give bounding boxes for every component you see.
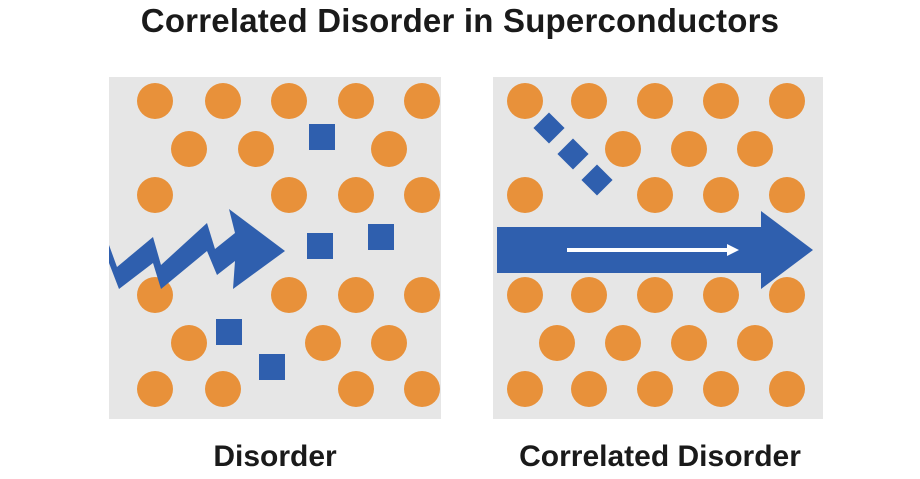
disorder-caption: Disorder: [213, 440, 337, 473]
atom-circle-icon: [205, 371, 241, 407]
inner-arrow-icon: [567, 244, 739, 256]
atom-circle-icon: [637, 277, 673, 313]
atom-lattice: [507, 83, 805, 407]
atom-circle-icon: [338, 277, 374, 313]
defect-square-icon: [259, 354, 285, 380]
atom-circle-icon: [171, 325, 207, 361]
atom-circle-icon: [637, 177, 673, 213]
atom-circle-icon: [571, 371, 607, 407]
atom-circle-icon: [703, 277, 739, 313]
atom-circle-icon: [404, 177, 440, 213]
atom-circle-icon: [338, 83, 374, 119]
atom-circle-icon: [171, 131, 207, 167]
defect-square-icon: [533, 112, 565, 144]
atom-circle-icon: [637, 83, 673, 119]
atom-circle-icon: [371, 131, 407, 167]
atom-circle-icon: [737, 131, 773, 167]
atom-circle-icon: [737, 325, 773, 361]
defect-square-icon: [557, 138, 589, 170]
atom-circle-icon: [137, 83, 173, 119]
page-title: Correlated Disorder in Superconductors: [140, 2, 780, 39]
atom-circle-icon: [605, 325, 641, 361]
correlated-disorder-diagram: [497, 83, 813, 407]
atom-circle-icon: [769, 83, 805, 119]
defect-square-icon: [307, 233, 333, 259]
atom-circle-icon: [605, 131, 641, 167]
defect-square-icon: [581, 164, 613, 196]
defect-square-icon: [216, 319, 242, 345]
defect-chain: [533, 112, 613, 196]
defect-square-icon: [309, 124, 335, 150]
atom-circle-icon: [507, 371, 543, 407]
atom-circle-icon: [671, 131, 707, 167]
atom-circle-icon: [238, 131, 274, 167]
atom-circle-icon: [404, 83, 440, 119]
atom-circle-icon: [404, 277, 440, 313]
defect-square-icon: [368, 224, 394, 250]
atom-circle-icon: [271, 177, 307, 213]
disorder-panel: [109, 77, 441, 419]
correlated-disorder-panel: [493, 77, 823, 419]
atom-circle-icon: [703, 371, 739, 407]
atom-circle-icon: [271, 277, 307, 313]
atom-circle-icon: [703, 177, 739, 213]
atom-circle-icon: [571, 83, 607, 119]
zigzag-arrow-icon: [109, 209, 285, 289]
defect-cluster: [216, 124, 394, 380]
atom-circle-icon: [338, 177, 374, 213]
atom-circle-icon: [404, 371, 440, 407]
atom-circle-icon: [769, 371, 805, 407]
atom-circle-icon: [137, 371, 173, 407]
atom-circle-icon: [539, 325, 575, 361]
atom-lattice: [137, 83, 440, 407]
atom-circle-icon: [703, 83, 739, 119]
atom-circle-icon: [769, 177, 805, 213]
atom-circle-icon: [571, 277, 607, 313]
atom-circle-icon: [507, 177, 543, 213]
atom-circle-icon: [305, 325, 341, 361]
atom-circle-icon: [769, 277, 805, 313]
atom-circle-icon: [338, 371, 374, 407]
atom-circle-icon: [371, 325, 407, 361]
atom-circle-icon: [671, 325, 707, 361]
atom-circle-icon: [637, 371, 673, 407]
atom-circle-icon: [137, 177, 173, 213]
disorder-diagram: [109, 83, 440, 407]
correlated-disorder-caption: Correlated Disorder: [519, 440, 801, 473]
atom-circle-icon: [205, 83, 241, 119]
atom-circle-icon: [507, 83, 543, 119]
atom-circle-icon: [507, 277, 543, 313]
atom-circle-icon: [271, 83, 307, 119]
